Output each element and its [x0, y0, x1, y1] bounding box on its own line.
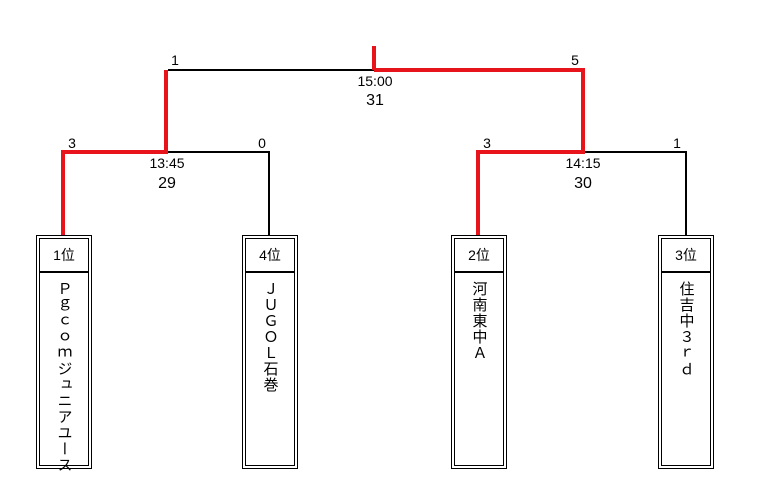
final-game-number: 31 [366, 92, 384, 109]
team-name: ＪＵＧＯＬ石巻 [261, 281, 279, 393]
semi1-left-score: 3 [68, 135, 76, 151]
final-right-score: 5 [571, 52, 579, 68]
team-name: Ｐｇｃｏｍジュニアユース [55, 281, 73, 473]
semi1-right-path [166, 151, 270, 236]
team-box-4: 3位 住吉中３ｒｄ [658, 235, 714, 469]
team-rank: 1位 [40, 239, 88, 273]
team-box-3: 2位 河南東中Ａ [451, 235, 507, 469]
semi2-time: 14:15 [565, 155, 601, 171]
team-rank: 3位 [662, 239, 710, 273]
winner-path-left [61, 70, 168, 236]
semi2-right-score: 1 [673, 135, 681, 151]
semi1-right-score: 0 [258, 135, 266, 151]
team-name: 住吉中３ｒｄ [677, 281, 695, 377]
semi1-game-number: 29 [158, 175, 176, 192]
winner-path-right [374, 68, 585, 236]
team-box-2: 4位 ＪＵＧＯＬ石巻 [242, 235, 298, 469]
final-time: 15:00 [357, 73, 393, 89]
final-left-score: 1 [171, 52, 179, 68]
semi2-game-number: 30 [574, 175, 592, 192]
semi2-right-path [583, 151, 687, 236]
team-name: 河南東中Ａ [470, 281, 488, 361]
semi1-time: 13:45 [149, 155, 185, 171]
team-rank: 4位 [246, 239, 294, 273]
team-rank: 2位 [455, 239, 503, 273]
semi2-left-score: 3 [483, 135, 491, 151]
team-box-1: 1位 Ｐｇｃｏｍジュニアユース [36, 235, 92, 473]
